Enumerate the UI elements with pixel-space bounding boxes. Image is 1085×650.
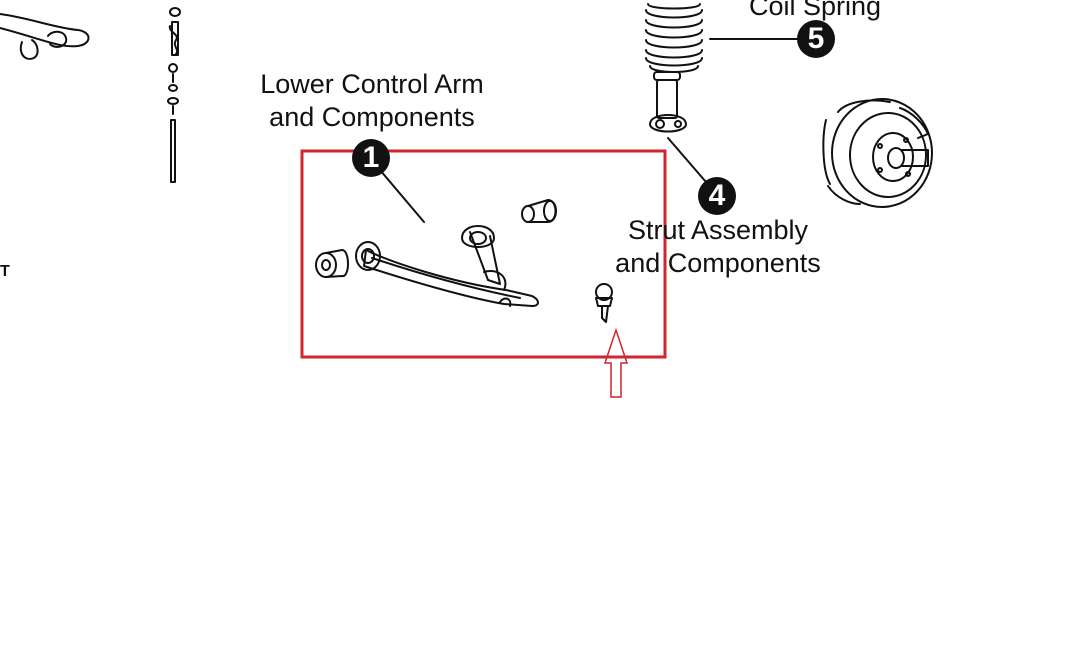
bushing-upper-icon: [521, 199, 557, 223]
up-arrow-icon: [603, 327, 629, 398]
brake-rotor-icon: [822, 98, 933, 208]
highlight-box: [300, 149, 667, 359]
end-link-icon: [167, 7, 181, 183]
strut-assembly-label-line1: Strut Assembly: [627, 215, 809, 245]
callout-badge-5: 5: [797, 20, 835, 58]
coil-spring-icon: [645, 3, 703, 73]
strut-icon: [649, 71, 687, 133]
strut-leader: [667, 137, 707, 183]
lower-control-arm-icon: [355, 225, 539, 307]
lower-control-arm-label-line1: Lower Control Arm: [260, 69, 484, 99]
sway-bar-end-icon: [0, 13, 90, 60]
bushing-left-icon: [315, 249, 349, 278]
control-arm-leader: [379, 169, 425, 223]
edge-text-fragment: T: [0, 263, 10, 280]
strut-assembly-label-line2: and Components: [615, 248, 821, 278]
lower-control-arm-label-line2: and Components: [269, 102, 475, 132]
coil-spring-label: Coil Spring: [748, 0, 882, 21]
ball-joint-icon: [595, 283, 613, 323]
callout-badge-4: 4: [698, 177, 736, 215]
callout-badge-1: 1: [352, 139, 390, 177]
